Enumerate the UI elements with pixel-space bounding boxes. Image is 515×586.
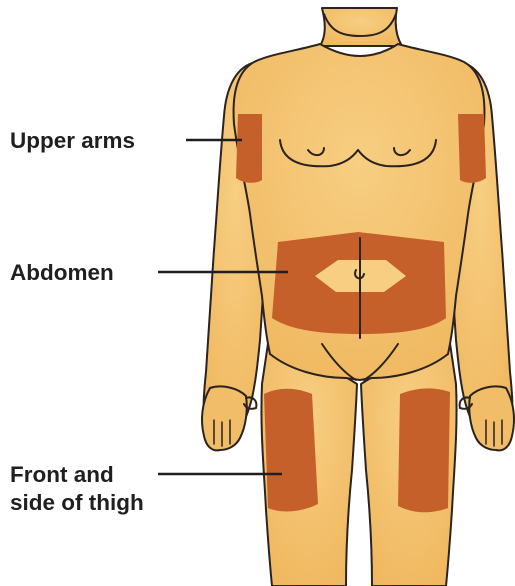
- thigh-zone-left: [264, 389, 318, 512]
- upper-arm-zone-left: [236, 114, 262, 183]
- label-thigh-line1: Front and: [10, 462, 114, 487]
- right-hand: [469, 386, 514, 450]
- thigh-zone-right: [398, 388, 450, 512]
- label-abdomen: Abdomen: [10, 260, 114, 285]
- label-thigh-line2: side of thigh: [10, 490, 144, 515]
- left-hand: [202, 386, 247, 450]
- label-upper-arms: Upper arms: [10, 128, 135, 153]
- upper-arm-zone-right: [458, 114, 486, 183]
